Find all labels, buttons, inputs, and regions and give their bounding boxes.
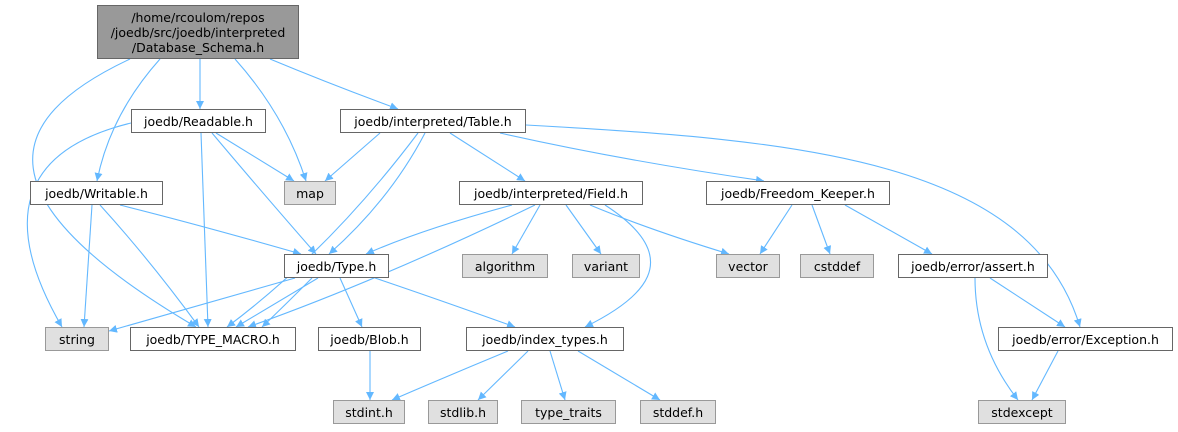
node-type-h[interactable]: joedb/Type.h — [284, 254, 389, 278]
edge-assert-stdexcept — [974, 277, 1019, 401]
edge-freedom-assert — [844, 204, 933, 255]
edge-index-type-traits — [549, 350, 567, 401]
edge-readable-map — [215, 132, 295, 182]
edge-field-type — [365, 204, 513, 255]
edge-freedom-cstddef — [811, 204, 831, 255]
node-root-line-2: /joedb/src/joedb/interpreted — [110, 24, 286, 40]
edge-field-variant — [565, 204, 602, 255]
node-algorithm[interactable]: algorithm — [462, 254, 548, 278]
edge-writable-type-macro — [99, 204, 200, 328]
node-assert-h[interactable]: joedb/error/assert.h — [898, 254, 1048, 278]
node-type-macro-h[interactable]: joedb/TYPE_MACRO.h — [130, 327, 296, 351]
edge-field-algorithm — [511, 204, 541, 255]
edge-root-writable — [94, 58, 161, 182]
node-cstddef[interactable]: cstddef — [800, 254, 874, 278]
edge-root-type-macro — [32, 58, 197, 328]
edge-type-type-macro-2 — [261, 277, 313, 328]
edge-readable-type-macro — [200, 132, 212, 328]
node-stddef-h[interactable]: stddef.h — [640, 400, 716, 424]
edge-table-field — [449, 132, 526, 182]
edge-root-table — [269, 58, 399, 110]
edge-index-stdlib — [477, 350, 529, 401]
node-map[interactable]: map — [284, 181, 336, 205]
node-database-schema-h[interactable]: /home/rcoulom/repos /joedb/src/joedb/int… — [97, 5, 299, 59]
node-vector[interactable]: vector — [716, 254, 780, 278]
node-string[interactable]: string — [45, 327, 109, 351]
edge-freedom-vector — [759, 204, 793, 255]
edge-assert-exception — [989, 277, 1066, 328]
node-stdint-h[interactable]: stdint.h — [333, 400, 405, 424]
edge-table-type — [328, 132, 426, 255]
node-root-line-1: /home/rcoulom/repos — [131, 9, 265, 25]
node-index-types-h[interactable]: joedb/index_types.h — [466, 327, 624, 351]
edge-index-stddef — [577, 350, 661, 401]
edge-root-map — [234, 58, 308, 182]
edge-readable-type — [211, 132, 317, 255]
edge-type-index-types — [374, 277, 516, 329]
node-field-h[interactable]: joedb/interpreted/Field.h — [459, 181, 643, 205]
node-exception-h[interactable]: joedb/error/Exception.h — [998, 327, 1173, 351]
edge-readable-string — [26, 122, 132, 328]
node-writable-h[interactable]: joedb/Writable.h — [30, 181, 163, 205]
edge-type-string — [108, 277, 296, 333]
edge-field-index-types — [584, 204, 652, 328]
node-stdexcept[interactable]: stdexcept — [978, 400, 1066, 424]
node-variant[interactable]: variant — [572, 254, 640, 278]
edge-table-freedom — [499, 132, 765, 184]
node-type-traits[interactable]: type_traits — [521, 400, 616, 424]
edge-writable-type — [119, 204, 302, 256]
edge-table-map — [324, 132, 381, 182]
node-root-line-3: /Database_Schema.h — [131, 39, 265, 55]
edge-table-type-macro — [226, 132, 419, 328]
edge-writable-string — [80, 204, 93, 328]
edge-type-type-macro — [235, 277, 319, 328]
node-stdlib-h[interactable]: stdlib.h — [428, 400, 498, 424]
edge-field-vector — [589, 204, 730, 256]
edge-type-blob — [339, 277, 363, 328]
node-table-h[interactable]: joedb/interpreted/Table.h — [340, 109, 526, 133]
node-blob-h[interactable]: joedb/Blob.h — [318, 327, 421, 351]
edge-exception-stdexcept — [1031, 350, 1059, 401]
edge-index-stdint — [391, 350, 509, 401]
node-readable-h[interactable]: joedb/Readable.h — [131, 109, 266, 133]
edge-table-exception — [525, 124, 1082, 328]
node-freedom-keeper-h[interactable]: joedb/Freedom_Keeper.h — [706, 181, 890, 205]
